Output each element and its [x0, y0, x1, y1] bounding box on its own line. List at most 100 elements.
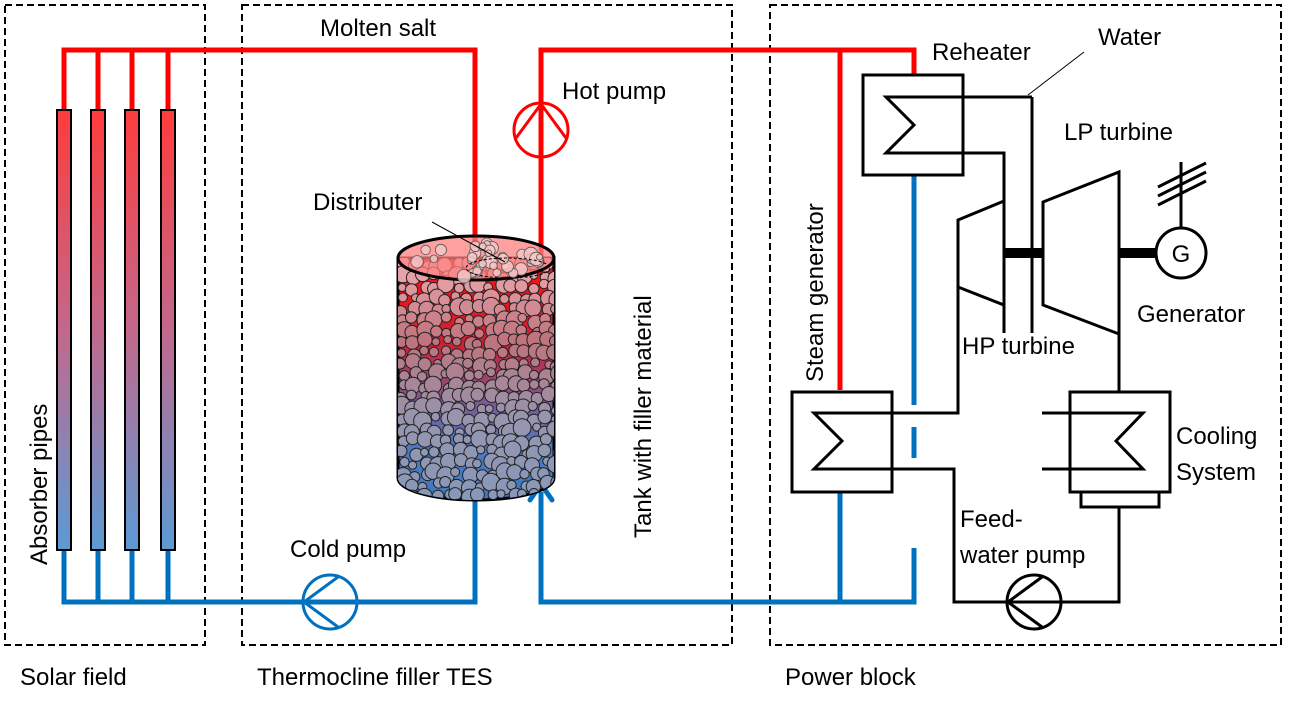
filler-particle — [549, 335, 554, 347]
filler-particle — [472, 266, 482, 276]
filler-particle — [417, 331, 433, 348]
filler-particle — [431, 337, 441, 347]
filler-particle — [451, 336, 462, 347]
filler-particle — [462, 357, 474, 369]
filler-particle — [478, 501, 487, 510]
filler-particle — [405, 335, 420, 350]
lp-turbine — [1041, 169, 1121, 337]
filler-particle — [463, 370, 475, 382]
filler-particle — [484, 404, 494, 414]
filler-particle — [495, 402, 506, 413]
filler-particle — [431, 499, 446, 500]
filler-particle — [417, 357, 432, 372]
filler-particle — [546, 344, 554, 361]
hp-turbine-label: HP turbine — [962, 333, 1075, 360]
filler-particle — [519, 469, 530, 480]
filler-particle — [478, 259, 487, 268]
molten-salt-label: Molten salt — [320, 15, 436, 42]
filler-particle — [517, 312, 528, 323]
filler-particle — [542, 505, 552, 515]
filler-particle — [539, 433, 553, 446]
power-block-boundary — [769, 4, 1282, 646]
absorber-pipe — [56, 109, 72, 551]
cooling-label-line2: System — [1176, 459, 1256, 486]
hp-turbine — [956, 198, 1006, 308]
filler-particle — [496, 346, 509, 359]
cooling-label-line1: Cooling — [1176, 423, 1257, 450]
filler-particle — [406, 389, 417, 401]
filler-particle — [420, 244, 431, 255]
cooling-system — [1042, 390, 1172, 604]
filler-particle — [492, 268, 502, 278]
cold-pump-label: Cold pump — [290, 536, 406, 563]
feedwater-label-line1: Feed- — [960, 506, 1023, 533]
filler-particle — [529, 379, 540, 390]
filler-particle — [428, 446, 440, 458]
filler-particle — [405, 311, 418, 324]
hp-outlet-line — [888, 287, 960, 415]
filler-particle — [555, 316, 565, 326]
filler-particle — [408, 460, 418, 470]
filler-particle — [514, 279, 529, 294]
filler-particle — [470, 487, 485, 500]
filler-particle — [450, 467, 461, 477]
absorber-pipe — [90, 109, 106, 551]
filler-particle — [440, 501, 455, 516]
filler-particle — [503, 440, 522, 459]
filler-particles — [398, 258, 565, 517]
filler-particle — [555, 259, 564, 268]
filler-particle — [552, 471, 554, 481]
filler-particle — [546, 454, 554, 474]
filler-particle — [434, 243, 447, 256]
filler-particle — [528, 283, 540, 295]
filler-particle — [456, 269, 472, 284]
reheater — [861, 51, 1085, 333]
filler-particle — [416, 503, 430, 517]
filler-particle — [443, 335, 453, 345]
filler-particle — [550, 364, 554, 383]
tank-label: Tank with filler material — [630, 295, 657, 538]
filler-particle — [425, 397, 443, 415]
filler-particle — [398, 444, 408, 458]
filler-particle — [474, 328, 485, 339]
filler-particle — [398, 292, 408, 303]
hot-pump-label: Hot pump — [562, 78, 666, 105]
filler-particle — [462, 435, 472, 445]
steam-generator-label: Steam generator — [802, 203, 829, 382]
cold-salt-piping — [61, 175, 917, 605]
filler-particle — [485, 504, 494, 513]
filler-particle — [466, 252, 478, 263]
filler-particle — [440, 311, 452, 323]
feedwater-pump-icon — [1005, 573, 1063, 631]
filler-particle — [420, 447, 429, 457]
filler-particle — [460, 320, 476, 337]
filler-particle — [550, 406, 554, 416]
filler-particle — [547, 499, 554, 500]
filler-particle — [398, 501, 412, 515]
solar-field-title: Solar field — [20, 664, 127, 691]
feedwater-label-line2: water pump — [959, 542, 1085, 569]
filler-particle — [555, 435, 564, 444]
filler-particle — [537, 409, 553, 425]
turbine-shaft — [1004, 248, 1043, 258]
filler-particle — [398, 357, 406, 370]
filler-particle — [497, 253, 509, 265]
filler-particle — [398, 348, 407, 358]
solar-field-boundary — [4, 4, 206, 646]
filler-particle — [546, 420, 554, 438]
thermocline-tank — [396, 221, 565, 517]
filler-particle — [516, 378, 531, 393]
filler-particle — [476, 445, 486, 455]
filler-particle — [524, 299, 542, 317]
reheater-label: Reheater — [932, 39, 1031, 66]
filler-particle — [550, 304, 554, 314]
absorber-pipes — [56, 109, 176, 551]
cold-pump-icon — [301, 573, 359, 631]
filler-particle — [462, 501, 471, 510]
filler-particle — [506, 504, 515, 513]
generator-icon: G — [1154, 161, 1208, 280]
filler-particle — [473, 369, 484, 380]
generator-shaft — [1119, 248, 1155, 258]
hot-pump-icon — [512, 101, 570, 159]
filler-particle — [486, 367, 496, 378]
